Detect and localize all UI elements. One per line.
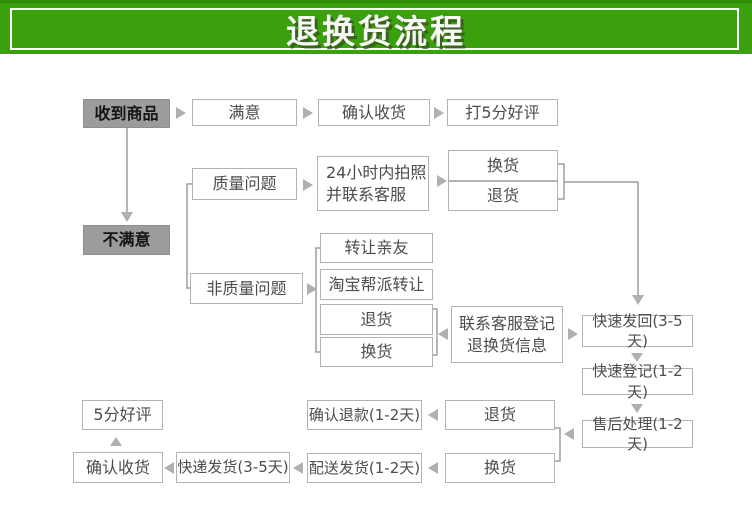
arrow-right-icon [568,328,578,340]
arrow-right-icon [176,107,186,119]
arrow-right-icon [303,107,313,119]
arrow-down-icon [631,353,643,362]
arrow-down-icon [631,404,643,413]
brace-pair-c-right [555,427,561,462]
arrow-left-icon [428,462,438,474]
node-confirm-receipt-top: 确认收货 [318,99,430,126]
node-received-goods: 收到商品 [83,99,170,128]
node-express-delivery: 快递发货(3-5天) [176,452,290,483]
header-banner: 退换货流程 [0,0,752,54]
node-return-c: 退货 [445,400,555,430]
arrow-right-icon [434,107,444,119]
node-line: 并联系客服 [326,184,407,204]
node-unsatisfied: 不满意 [83,225,170,255]
arrow-up-icon [110,437,122,446]
node-fast-return: 快速发回(3-5天) [582,312,693,350]
arrow-right-icon [437,175,447,187]
arrow-down-icon [632,295,644,305]
arrow-right-icon [307,283,317,295]
node-aftersales-processing: 售后处理(1-2天) [582,415,693,453]
node-line: 24小时内拍照 [326,162,427,182]
node-taobao-transfer: 淘宝帮派转让 [320,269,433,300]
node-line: 联系客服登记 [458,313,555,333]
arrow-down-icon [121,212,133,222]
node-delivery-ship: 配送发货(1-2天) [307,453,422,483]
node-five-star-top: 打5分好评 [447,99,558,126]
arrow-left-icon [428,409,438,421]
page-title: 退换货流程 [286,11,466,51]
node-satisfied: 满意 [192,99,297,126]
node-exchange-b: 换货 [320,337,433,367]
arrow-left-icon [564,428,574,440]
node-return-a: 退货 [448,181,558,211]
node-return-b: 退货 [320,304,433,335]
arrow-left-icon [164,462,174,474]
node-non-quality-problem: 非质量问题 [190,273,303,304]
brace-pair-b-right [433,308,438,356]
header-inner-border [10,8,739,50]
node-confirm-receipt-bottom: 确认收货 [73,452,163,483]
node-exchange-c: 换货 [445,453,555,483]
node-photo-contact-service: 24小时内拍照 并联系客服 [317,156,429,211]
node-line: 退换货信息 [466,335,547,355]
node-transfer-friends: 转让亲友 [320,233,433,263]
node-quality-problem: 质量问题 [192,168,297,200]
arrow-right-icon [303,179,313,191]
brace-stack-left [315,247,320,353]
arrow-left-icon [438,328,448,340]
brace-problems-left [186,183,192,289]
node-refund-confirm: 确认退款(1-2天) [307,400,422,430]
brace-pair-a-right [558,163,565,200]
node-exchange-a: 换货 [448,150,558,181]
node-five-star-bottom: 5分好评 [82,400,163,430]
node-contact-service-register: 联系客服登记 退换货信息 [451,306,563,363]
arrow-left-icon [293,462,303,474]
connector-elbow [564,181,639,295]
node-fast-register: 快速登记(1-2天) [582,362,693,401]
